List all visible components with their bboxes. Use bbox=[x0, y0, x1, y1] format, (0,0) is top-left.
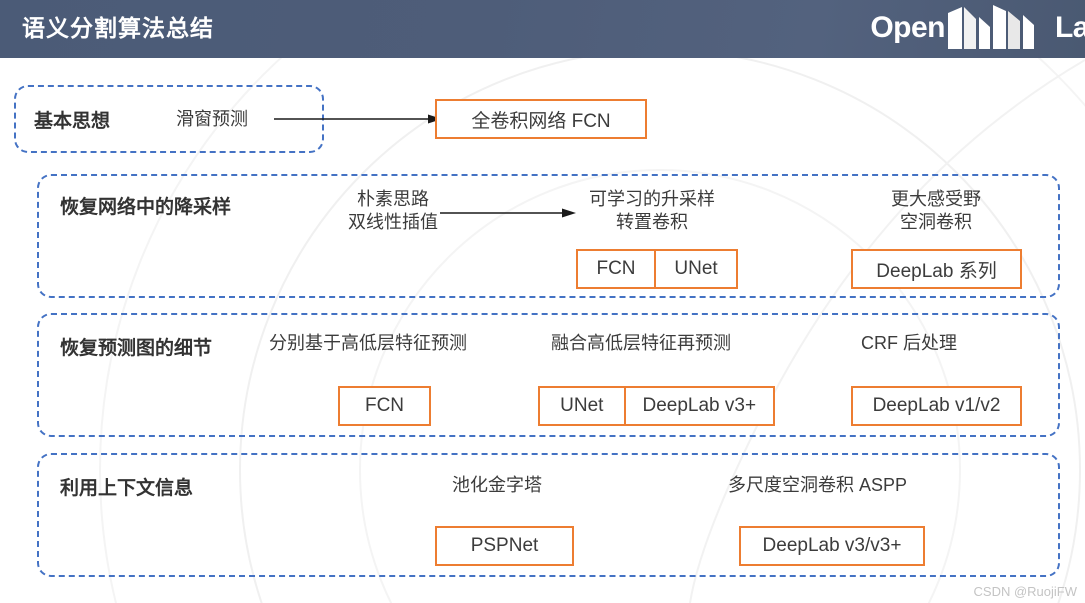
row-2-label-receptive-field: 更大感受野 空洞卷积 bbox=[860, 188, 1012, 233]
row-2-box-fcn[interactable]: FCN bbox=[596, 258, 636, 279]
row-title-1: 基本思想 bbox=[34, 111, 111, 132]
row-3-label-crf: CRF 后处理 bbox=[861, 333, 957, 353]
row-2-label-naive: 朴素思路 双线性插值 bbox=[330, 188, 456, 233]
row-2-box-group-fcn-unet: FCN UNet bbox=[576, 249, 738, 289]
row-4-label-aspp: 多尺度空洞卷积 ASPP bbox=[728, 475, 908, 495]
title-bar: 语义分割算法总结 Open La bbox=[0, 0, 1085, 58]
row-4-box-pspnet[interactable]: PSPNet bbox=[435, 526, 574, 566]
row-title-4: 利用上下文信息 bbox=[60, 478, 194, 499]
row-3-label-separate-prediction: 分别基于高低层特征预测 bbox=[269, 333, 467, 353]
openmmlab-logo: Open La bbox=[870, 5, 1085, 50]
row-2-label-naive-line1: 朴素思路 bbox=[357, 189, 429, 209]
row-2-box-deeplab-series[interactable]: DeepLab 系列 bbox=[851, 249, 1022, 289]
row-3-label-fusion-prediction: 融合高低层特征再预测 bbox=[551, 333, 731, 353]
row-1-label-sliding-window: 滑窗预测 bbox=[176, 109, 248, 129]
row-2-label-receptive-line1: 更大感受野 bbox=[891, 189, 981, 209]
logo-text-open: Open bbox=[870, 11, 945, 44]
watermark: CSDN @RuojiFW bbox=[973, 584, 1077, 599]
row-2-label-learnable-line1: 可学习的升采样 bbox=[589, 189, 715, 209]
page-title: 语义分割算法总结 bbox=[22, 15, 214, 41]
row-4-label-pooling-pyramid: 池化金字塔 bbox=[452, 475, 542, 495]
row-2-label-learnable-line2: 转置卷积 bbox=[616, 211, 688, 232]
row-2-label-receptive-line2: 空洞卷积 bbox=[900, 211, 972, 232]
row-3-box-fcn[interactable]: FCN bbox=[338, 386, 431, 426]
row-1-box-fcn[interactable]: 全卷积网络 FCN bbox=[435, 99, 647, 139]
row-title-3: 恢复预测图的细节 bbox=[60, 338, 213, 359]
row-3-box-deeplab-v3plus[interactable]: DeepLab v3+ bbox=[623, 388, 773, 424]
logo-mark-icon bbox=[947, 5, 1034, 49]
row-2-box-unet[interactable]: UNet bbox=[654, 251, 736, 287]
row-2-label-naive-line2: 双线性插值 bbox=[348, 211, 438, 232]
row-3-box-deeplab-v1v2[interactable]: DeepLab v1/v2 bbox=[851, 386, 1022, 426]
row-2-label-learnable-upsample: 可学习的升采样 转置卷积 bbox=[573, 188, 731, 233]
row-4-box-deeplab-v3[interactable]: DeepLab v3/v3+ bbox=[739, 526, 925, 566]
row-3-box-group-unet-deeplabv3plus: UNet DeepLab v3+ bbox=[538, 386, 775, 426]
row-title-2: 恢复网络中的降采样 bbox=[60, 197, 232, 218]
row-3-box-unet[interactable]: UNet bbox=[560, 395, 604, 416]
logo-text-lab: La bbox=[1054, 11, 1085, 44]
